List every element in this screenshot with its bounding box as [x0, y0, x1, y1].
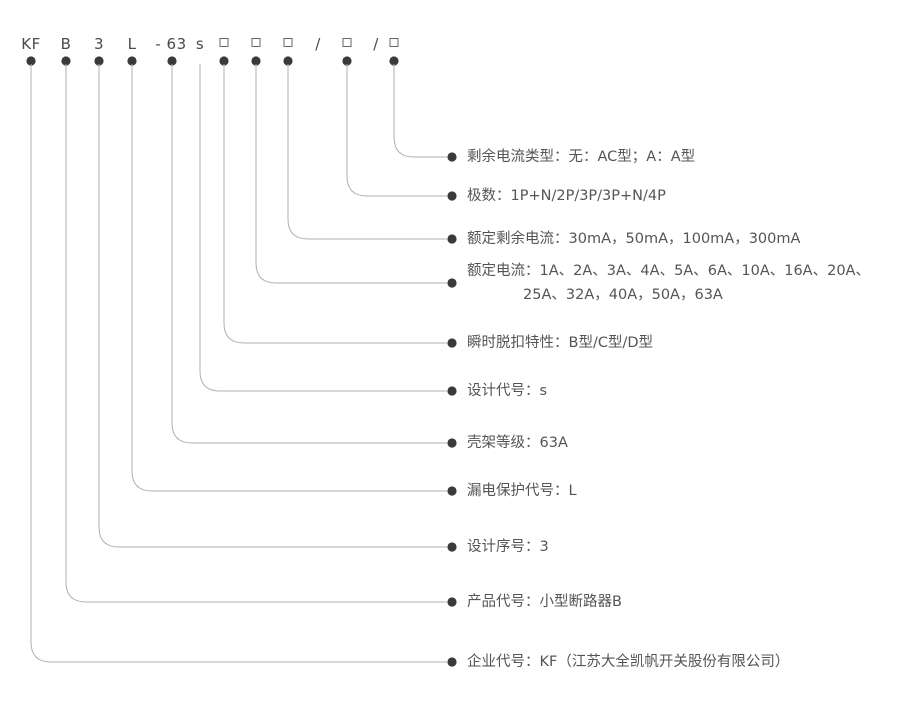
label-bullet: [447, 657, 457, 667]
code-segment-kf: KF: [21, 35, 41, 53]
label-line-primary: 额定电流：1A、2A、3A、4A、5A、6A、10A、16A、20A、: [467, 263, 870, 279]
label-bullet: [447, 386, 457, 396]
code-placeholder-box: [389, 38, 399, 47]
label-instantaneous-trip: 瞬时脱扣特性：B型/C型/D型: [467, 331, 653, 355]
code-segment-3: 3: [93, 35, 105, 53]
label-residual-current-type: 剩余电流类型：无：AC型；A：A型: [467, 145, 695, 169]
label-frame-rating: 壳架等级：63A: [467, 431, 568, 455]
label-bullet: [447, 338, 457, 348]
label-enterprise-code: 企业代号：KF（江苏大全凯帆开关股份有限公司）: [467, 650, 789, 674]
label-rated-residual-current: 额定剩余电流：30mA，50mA，100mA，300mA: [467, 227, 800, 251]
code-segment-b: B: [60, 35, 72, 53]
label-line-primary: 极数：1P+N/2P/3P/3P+N/4P: [467, 188, 666, 204]
label-line-primary: 壳架等级：63A: [467, 435, 568, 451]
label-line-primary: 额定剩余电流：30mA，50mA，100mA，300mA: [467, 231, 801, 247]
code-segment-slash1: /: [315, 35, 321, 53]
label-line-primary: 漏电保护代号：L: [467, 483, 577, 499]
code-placeholder-box: [283, 38, 293, 47]
label-bullet: [447, 438, 457, 448]
connector-line: [199, 64, 447, 392]
label-product-code: 产品代号：小型断路器B: [467, 590, 622, 614]
label-line-primary: 瞬时脱扣特性：B型/C型/D型: [467, 335, 654, 351]
code-segment-dot: [26, 56, 36, 66]
code-segment-dot: [61, 56, 71, 66]
code-placeholder-box: [342, 38, 352, 47]
code-segment-dot: [127, 56, 137, 66]
code-segment-dot: [389, 56, 399, 66]
code-segment-s: s: [195, 35, 205, 53]
connector-line: [98, 64, 447, 548]
label-design-sequence: 设计序号：3: [467, 535, 549, 559]
label-bullet: [447, 278, 457, 288]
connector-line: [393, 64, 447, 158]
label-rated-current: 额定电流：1A、2A、3A、4A、5A、6A、10A、16A、20A、 25A、3…: [467, 259, 870, 307]
code-segment-slash2: /: [373, 35, 379, 53]
label-line-secondary: 25A、32A，40A，50A，63A: [523, 287, 723, 303]
code-segment-dot: [342, 56, 352, 66]
label-line-primary: 企业代号：KF（江苏大全凯帆开关股份有限公司）: [467, 654, 790, 670]
code-segment-dot: [251, 56, 261, 66]
label-bullet: [447, 597, 457, 607]
label-bullet: [447, 234, 457, 244]
code-placeholder-box: [219, 38, 229, 47]
label-bullet: [447, 191, 457, 201]
label-bullet: [447, 486, 457, 496]
label-line-primary: 设计代号：s: [467, 383, 548, 399]
code-placeholder-box: [251, 38, 261, 47]
code-segment-dot: [219, 56, 229, 66]
label-line-primary: 设计序号：3: [467, 539, 549, 555]
connector-line: [223, 64, 447, 344]
connector-line: [65, 64, 447, 603]
code-segment-dash63: - 63: [155, 35, 187, 53]
connector-line: [131, 64, 447, 492]
code-segment-l: L: [127, 35, 137, 53]
code-segment-dot: [283, 56, 293, 66]
label-bullet: [447, 542, 457, 552]
connector-line: [255, 64, 447, 284]
label-line-primary: 剩余电流类型：无：AC型；A：A型: [467, 149, 696, 165]
connector-line: [30, 64, 447, 663]
label-line-primary: 产品代号：小型断路器B: [467, 594, 622, 610]
connector-line: [287, 64, 447, 240]
connector-line: [346, 64, 447, 197]
label-poles: 极数：1P+N/2P/3P/3P+N/4P: [467, 184, 666, 208]
label-leakage-protection-code: 漏电保护代号：L: [467, 479, 577, 503]
connector-line: [171, 64, 447, 444]
code-segment-dot: [167, 56, 177, 66]
label-design-code: 设计代号：s: [467, 379, 547, 403]
code-segment-dot: [94, 56, 104, 66]
label-bullet: [447, 152, 457, 162]
